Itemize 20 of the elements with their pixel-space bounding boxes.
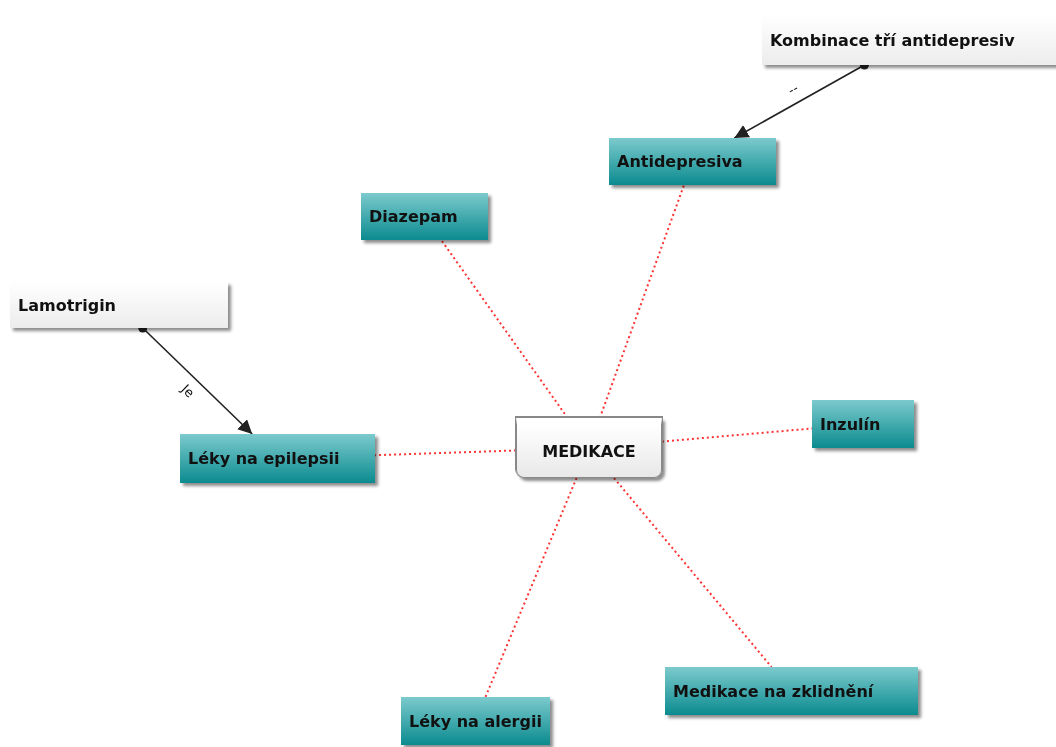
node-label: Léky na epilepsii — [188, 449, 340, 468]
connector-line — [613, 477, 773, 668]
node-label: Léky na alergii — [409, 711, 542, 731]
topic-box — [10, 282, 228, 328]
node-label: Medikace na zklidnění — [673, 681, 874, 701]
node-label: Lamotrigin — [18, 295, 116, 315]
topic-box — [762, 15, 1056, 65]
node-label: Diazepam — [369, 207, 458, 226]
topic-box — [361, 193, 488, 240]
connector-line — [484, 477, 578, 698]
node-label: Antidepresiva — [617, 152, 743, 171]
topic-box — [180, 434, 375, 483]
node-label: MEDIKACE — [542, 441, 636, 461]
central-topic-box — [516, 418, 662, 478]
topic-box — [812, 400, 914, 448]
node-label: Inzulín — [820, 414, 881, 434]
topic-box — [665, 667, 918, 715]
node-label: Kombinace tří antidepresiv — [770, 30, 1015, 50]
topic-box — [401, 697, 550, 745]
topic-box — [609, 138, 776, 185]
